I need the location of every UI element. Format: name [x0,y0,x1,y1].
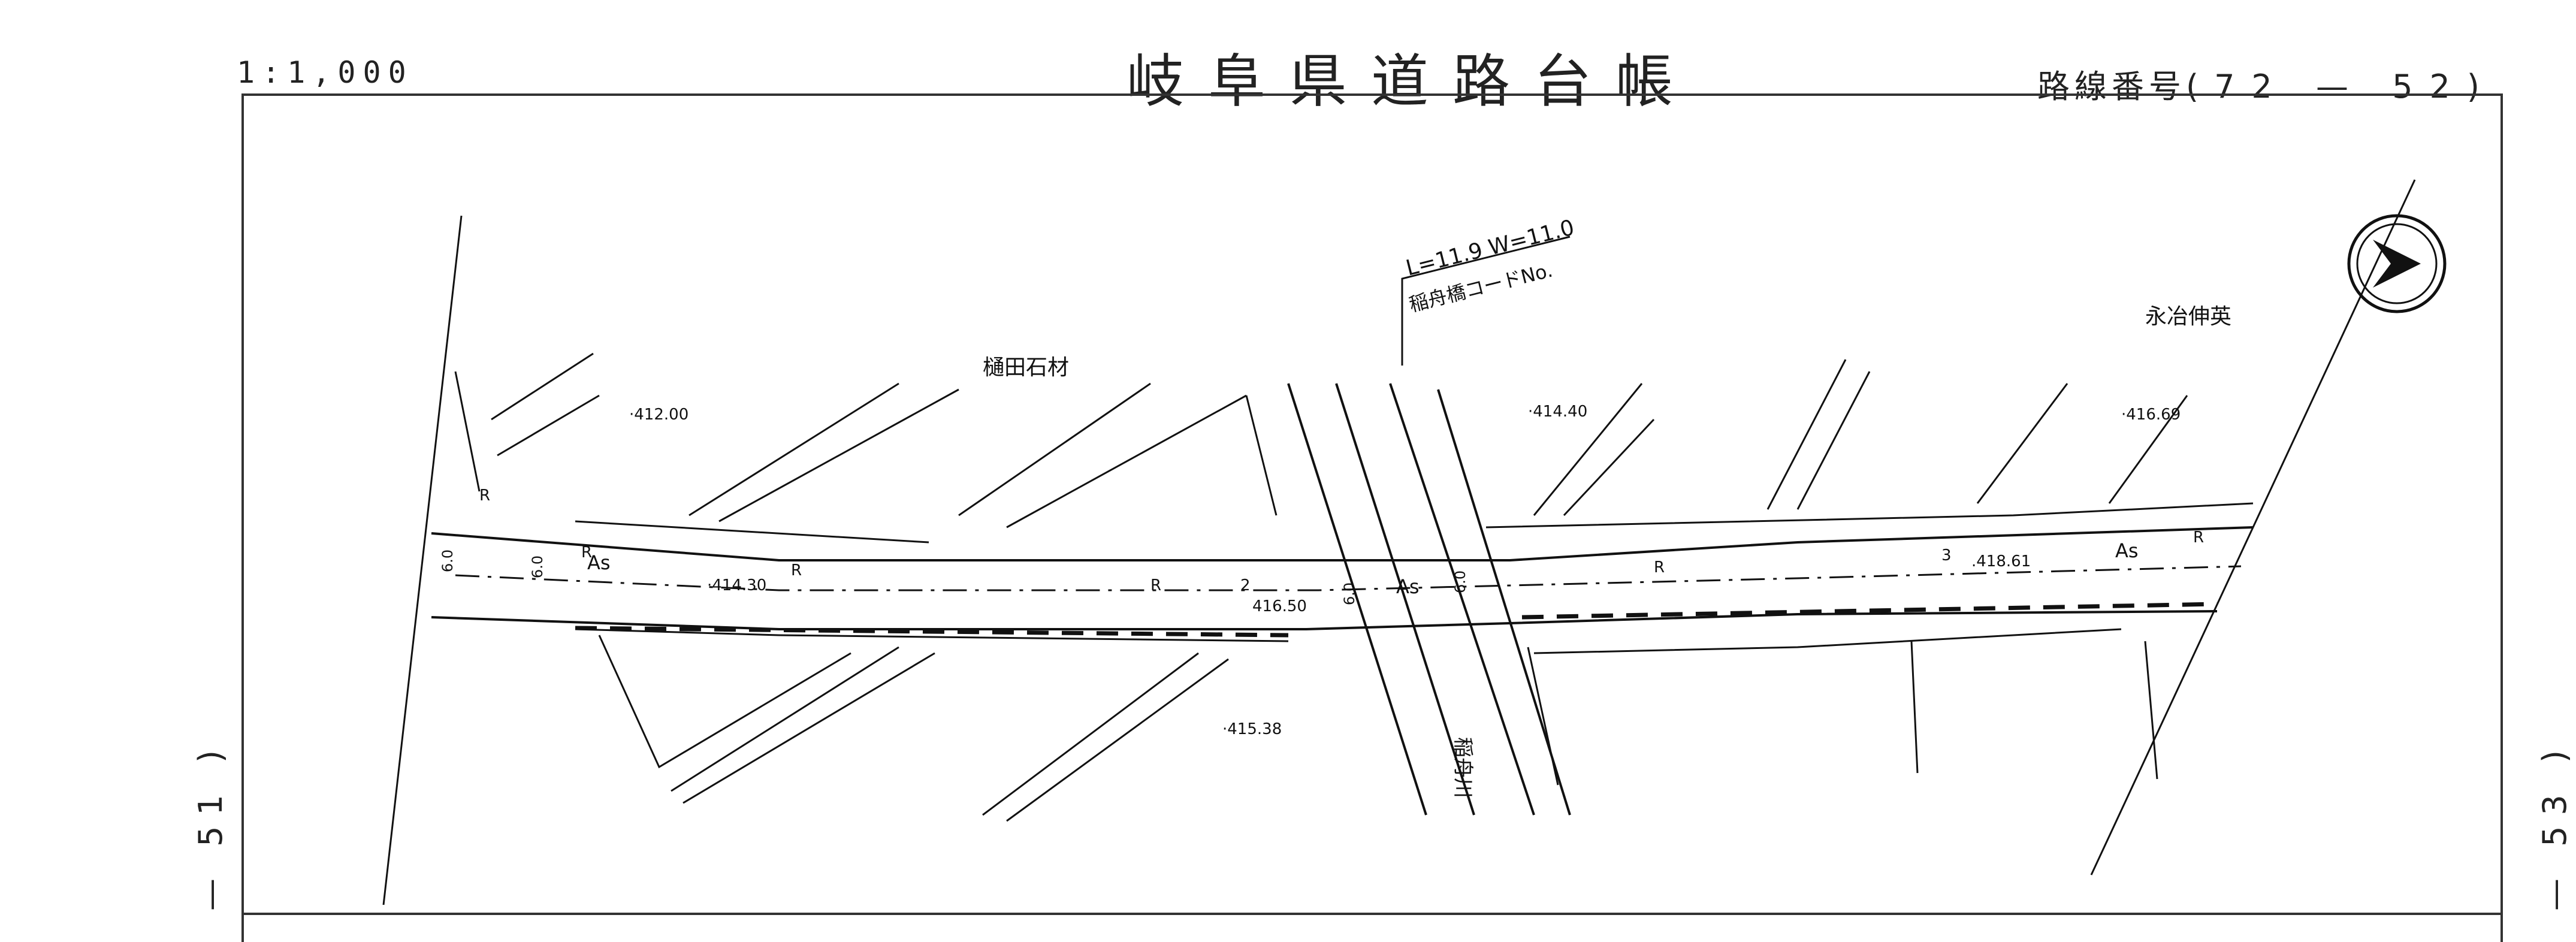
owner-label-1: 樋田石材 [983,355,1069,380]
elevation-7: .418.61 [1971,552,2031,570]
main-road [431,502,2254,654]
bridge-callout [1401,236,1571,366]
width-label-1: 6.0 [439,550,456,572]
sheet-frame [241,93,2503,942]
elevation-4: ·414.40 [1528,403,1587,421]
road-r-2: R [791,561,802,579]
width-label-2: 6.0 [529,555,546,578]
elevation-1: ·412.00 [629,406,688,424]
road-r-3: R [1150,576,1161,594]
road-r-5: R [2193,529,2204,547]
map-labels: 樋田石材 永冶伸英 L=11.9 W=11.0 稲舟橋コードNo. 稲舟川 ·4… [439,215,2231,798]
map-scale: 1:1,000 [237,55,413,90]
map-title: 岐阜県道路台帳 [1127,48,1697,115]
elevation-6: ·416.69 [2121,406,2181,424]
elevation-2: ·414.30 [707,576,766,594]
surface-as-1: As [587,551,611,574]
retaining-walls [454,352,2188,822]
survey-point-3: 3 [1941,547,1952,564]
elevation-5: ·415.38 [1222,720,1282,738]
river-channel [1287,383,1571,816]
river-name: 稲舟川 [1451,737,1475,798]
road-r-6: R [479,487,490,505]
sheet-cut-lines [382,179,2416,905]
owner-label-2: 永冶伸英 [2145,304,2231,329]
width-label-4: 6.0 [1452,570,1469,593]
surface-as-2: As [1396,575,1420,598]
width-label-3: 6.0 [1341,582,1358,605]
route-open-paren: ( [2186,68,2204,105]
survey-point-2: 2 [1240,576,1251,594]
route-number: 路線番号(72 — 52) [2037,60,2484,107]
north-arrow-icon [2347,214,2447,313]
road-r-4: R [1654,558,1665,576]
route-close-paren: ) [2466,68,2484,105]
elevation-3: 416.50 [1252,597,1307,615]
route-number-value: 72 — 52 [2214,68,2467,105]
route-label: 路線番号 [2037,68,2186,105]
curb-marks [575,602,2218,638]
road-centre-line [455,565,2242,591]
road-r-1: R [581,544,592,561]
surface-as-3: As [2115,539,2139,562]
